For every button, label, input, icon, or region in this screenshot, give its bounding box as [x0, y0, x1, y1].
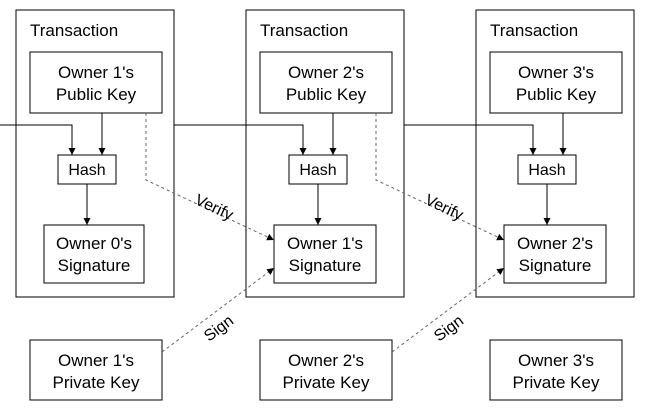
transaction-1-frame [15, 9, 175, 298]
private-key-3-box [489, 339, 623, 401]
sign-arrow-1 [161, 267, 275, 353]
private-key-3-line2: Private Key [513, 373, 600, 392]
transaction-2-signature-box [273, 224, 377, 284]
transaction-2-public-key-line2: Public Key [286, 85, 367, 104]
transaction-3-hash-box [517, 154, 577, 185]
transaction-2-public-key-line1: Owner 2's [288, 63, 364, 82]
verify-arrow-2 [375, 113, 505, 241]
private-key-1: Owner 1's Private Key [29, 339, 163, 401]
transaction-1-title: Transaction [30, 21, 118, 40]
private-key-3: Owner 3's Private Key [489, 339, 623, 401]
transaction-1-public-key-line1: Owner 1's [58, 63, 134, 82]
private-key-2-box [259, 339, 393, 401]
private-key-3-line1: Owner 3's [518, 351, 594, 370]
transaction-3-public-key-line2: Public Key [516, 85, 597, 104]
transaction-3-hash-label: Hash [528, 162, 565, 179]
private-key-2-line2: Private Key [283, 373, 370, 392]
verify-label-2: Verify [422, 192, 465, 224]
sign-arrow-2 [391, 267, 505, 353]
private-key-2-line1: Owner 2's [288, 351, 364, 370]
chain-arrow-2-to-3 [404, 124, 537, 155]
transaction-3-signature-line2: Signature [519, 256, 592, 275]
private-key-1-line2: Private Key [53, 373, 140, 392]
transaction-3-signature-line1: Owner 2's [517, 234, 593, 253]
transaction-3-frame [475, 9, 635, 298]
sign-label-1: Sign [201, 312, 237, 345]
private-key-1-box [29, 339, 163, 401]
transaction-3-title: Transaction [490, 21, 578, 40]
transaction-2: Transaction Owner 2's Public Key Hash Ow… [174, 9, 405, 298]
transaction-3-signature-box [503, 224, 607, 284]
private-key-1-line1: Owner 1's [58, 351, 134, 370]
transaction-1-signature-line1: Owner 0's [56, 234, 132, 253]
transaction-2-public-key-box [259, 51, 393, 114]
transaction-1-signature-box [43, 224, 145, 284]
transaction-3: Transaction Owner 3's Public Key Hash Ow… [404, 9, 635, 298]
chain-arrow-1-to-2 [174, 124, 307, 155]
verify-label-1: Verify [192, 192, 235, 224]
transaction-1: Transaction Owner 1's Public Key Hash Ow… [0, 9, 175, 298]
transaction-1-public-key-box [29, 51, 163, 114]
transaction-1-hash-label: Hash [68, 162, 105, 179]
transaction-1-signature-line2: Signature [58, 256, 131, 275]
transaction-2-frame [245, 9, 405, 298]
transaction-2-hash-label: Hash [299, 162, 336, 179]
incoming-chain-arrow [0, 124, 76, 155]
transaction-2-signature-line1: Owner 1's [287, 234, 363, 253]
transaction-3-public-key-box [489, 51, 623, 114]
transaction-1-public-key-line2: Public Key [56, 85, 137, 104]
transaction-2-signature-line2: Signature [289, 256, 362, 275]
sign-label-2: Sign [431, 312, 467, 345]
private-key-2: Owner 2's Private Key [259, 339, 393, 401]
transaction-3-public-key-line1: Owner 3's [518, 63, 594, 82]
verify-arrow-1 [145, 113, 275, 241]
transaction-2-title: Transaction [260, 21, 348, 40]
